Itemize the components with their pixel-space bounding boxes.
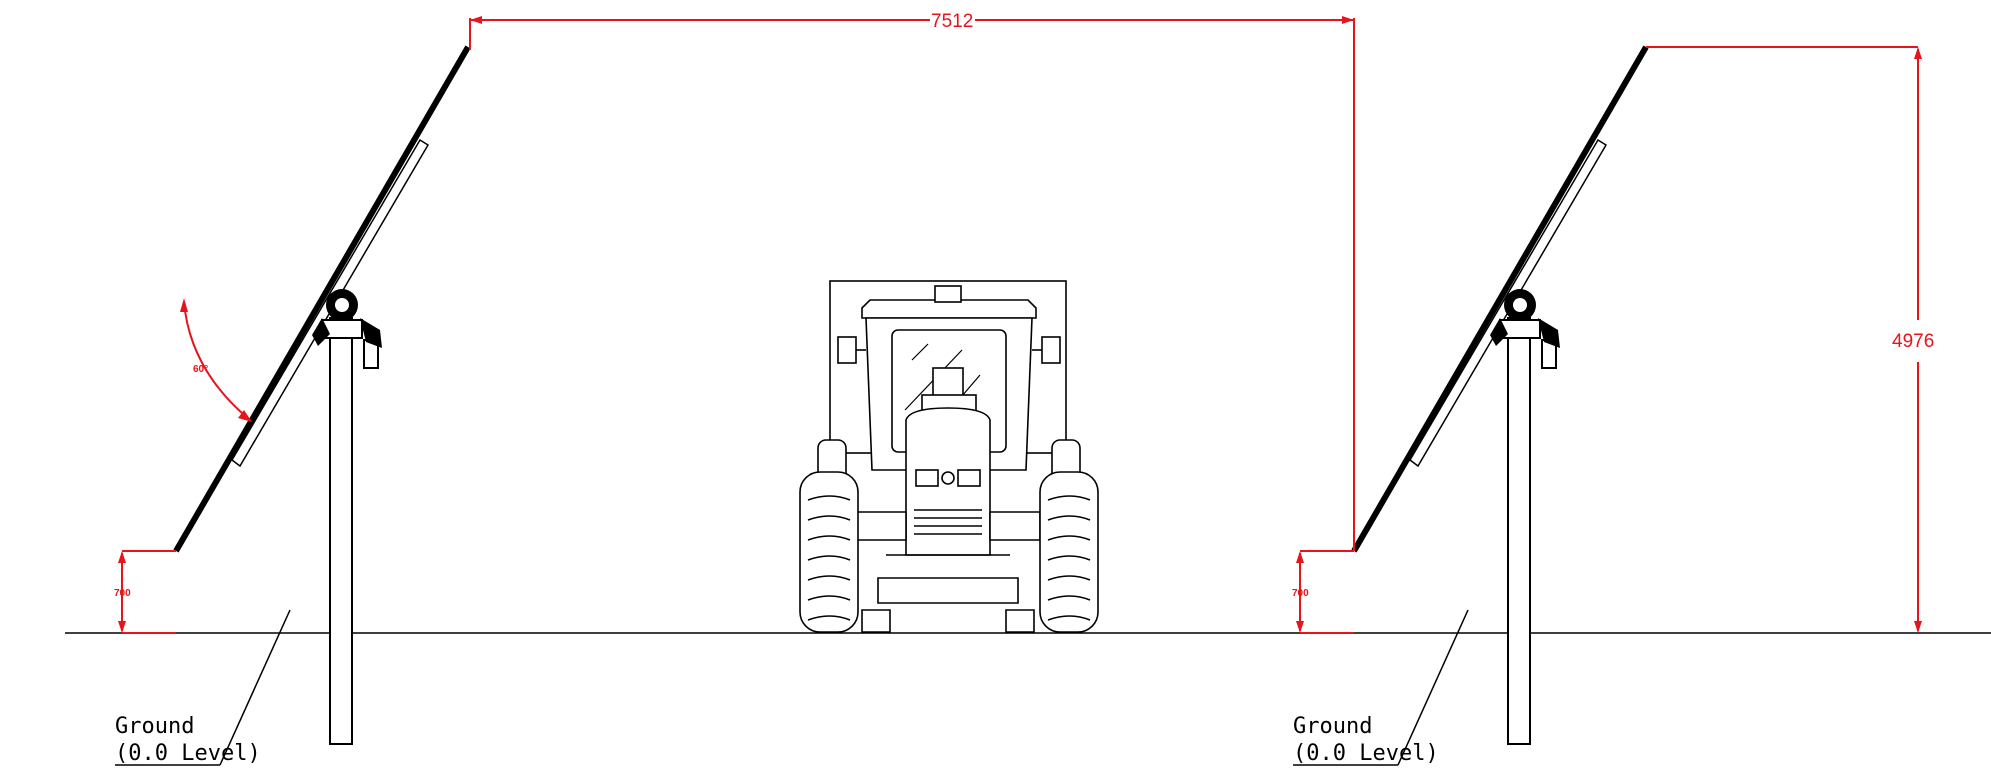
left-ground-label-line1: Ground bbox=[115, 714, 194, 739]
height-label: 4976 bbox=[1892, 331, 1934, 352]
left-clearance-label: 700 bbox=[114, 588, 131, 599]
tractor bbox=[799, 280, 1099, 633]
tractor-left-headlight bbox=[915, 469, 939, 487]
left-post bbox=[329, 317, 353, 745]
right-drive-assembly bbox=[1490, 289, 1560, 369]
tractor-cab-roof bbox=[861, 299, 1037, 319]
left-drive-assembly bbox=[312, 289, 382, 369]
tractor-bumper bbox=[877, 577, 1019, 604]
row-spacing-dimension: 7512 bbox=[469, 11, 1355, 551]
left-solar-panel bbox=[173, 45, 471, 553]
tractor-left-mirror bbox=[837, 336, 857, 364]
right-solar-panel bbox=[1351, 45, 1649, 553]
right-clearance-dimension: 700 bbox=[1292, 550, 1354, 634]
left-solar-tracker: 60° 700 Ground (0.0 Level) bbox=[114, 45, 471, 766]
right-ground-leader bbox=[1397, 609, 1469, 766]
left-ground-leader bbox=[219, 609, 291, 766]
tractor-grille bbox=[914, 509, 982, 535]
tractor-front-axle bbox=[855, 511, 907, 541]
tractor-right-tire bbox=[1039, 471, 1099, 633]
height-dimension: 4976 bbox=[1646, 46, 1934, 633]
right-post bbox=[1507, 317, 1531, 745]
tractor-left-tire bbox=[799, 471, 859, 633]
tractor-right-headlight bbox=[957, 469, 981, 487]
left-tilt-angle-label: 60° bbox=[193, 364, 208, 375]
tractor-right-mirror bbox=[1041, 336, 1061, 364]
right-solar-tracker: 700 Ground (0.0 Level) bbox=[1292, 45, 1649, 766]
left-clearance-dimension: 700 bbox=[114, 550, 176, 634]
right-clearance-label: 700 bbox=[1292, 588, 1309, 599]
left-tilt-angle-arc bbox=[183, 301, 251, 421]
right-ground-label-line1: Ground bbox=[1293, 714, 1372, 739]
right-ground-label-line2: (0.0 Level) bbox=[1293, 741, 1439, 766]
row-spacing-label: 7512 bbox=[931, 11, 973, 32]
left-ground-label-line2: (0.0 Level) bbox=[115, 741, 261, 766]
